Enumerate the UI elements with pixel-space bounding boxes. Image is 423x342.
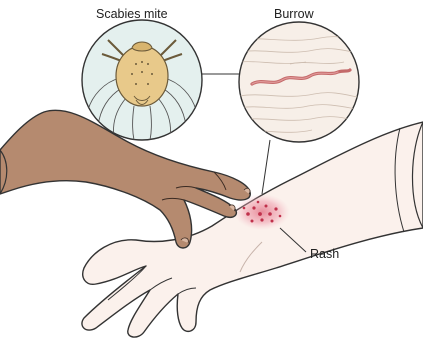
- mite-label: Scabies mite: [96, 8, 168, 21]
- burrow-magnifier: [239, 22, 362, 142]
- rash-label: Rash: [310, 248, 339, 261]
- mite-magnifier: [82, 20, 202, 140]
- burrow-label: Burrow: [274, 8, 314, 21]
